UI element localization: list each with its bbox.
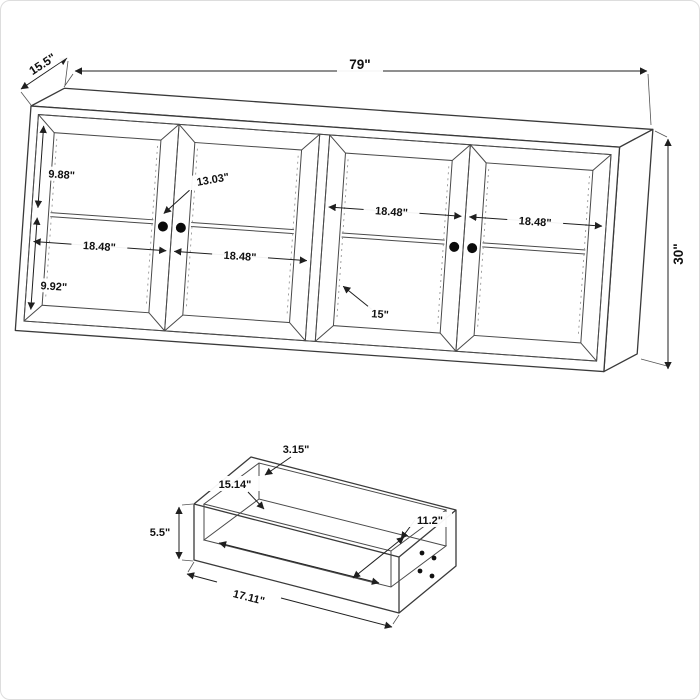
dim-line-drawer-length-a [186,572,218,583]
cabinet-interior-dimensions: 9.88" 9.92" 13.03" 18.48" 18.48" 18.48" … [27,125,603,322]
cabinet-drawing: 9.88" 9.92" 13.03" 18.48" 18.48" 18.48" … [14,87,654,373]
door-1-knob [157,221,168,232]
door-2-knob [175,222,186,233]
dim-label-shelf-gap: 15" [371,308,389,321]
drawer-drawing: 3.15" 15.14" 11.2" 5.5" 17.11" [143,441,457,629]
door-2 [164,123,321,342]
dim-label-lower-left-height: 9.92" [40,280,67,294]
dim-leader-interior-length [247,491,265,510]
dim-label-comp4-width: 18.48" [518,215,552,229]
door-4-glass [473,162,594,344]
dim-label-comp1-width: 18.48" [83,240,117,254]
dim-label-drawer-length: 17.11" [232,588,266,608]
door-3-knob [449,241,460,252]
dim-line-upper-left-height [34,125,47,209]
door-4 [455,144,612,362]
shelf-edge [191,221,295,231]
dim-label-back-depth: 3.15" [283,444,310,456]
dim-leader-glass-diag [163,189,190,214]
dim-label-drawer-height: 5.5" [150,527,171,539]
dim-label-height: 30" [671,243,686,264]
dim-label-interior-width: 11.2" [417,515,443,527]
door-1-glass [41,132,162,314]
door-2-glass [182,141,303,324]
dim-leader-shelf-gap [342,285,372,310]
dim-label-glass-diag: 13.03" [196,171,230,189]
dim-label-width: 79" [349,57,370,72]
door-3-glass [332,152,453,334]
dim-label-upper-left-height: 9.88" [48,168,75,182]
door-4-knob [467,243,478,254]
drawer-screws [417,550,437,579]
dim-line-drawer-length-b [280,597,393,629]
dim-line-interior-width [352,536,405,579]
dim-label-interior-length: 15.14" [219,479,252,491]
dim-line-interior-length [218,541,380,585]
dim-line-lower-left-height [27,217,41,310]
cabinet-doors [23,114,612,362]
dim-leader-back-depth [264,456,292,476]
shelf-edge [50,212,154,221]
dim-label-comp3-width: 18.48" [375,205,409,219]
shelf-edge [341,232,445,241]
dim-line-depth [20,57,68,90]
shelf-edge [482,242,586,251]
dim-label-comp2-width: 18.48" [223,250,257,264]
